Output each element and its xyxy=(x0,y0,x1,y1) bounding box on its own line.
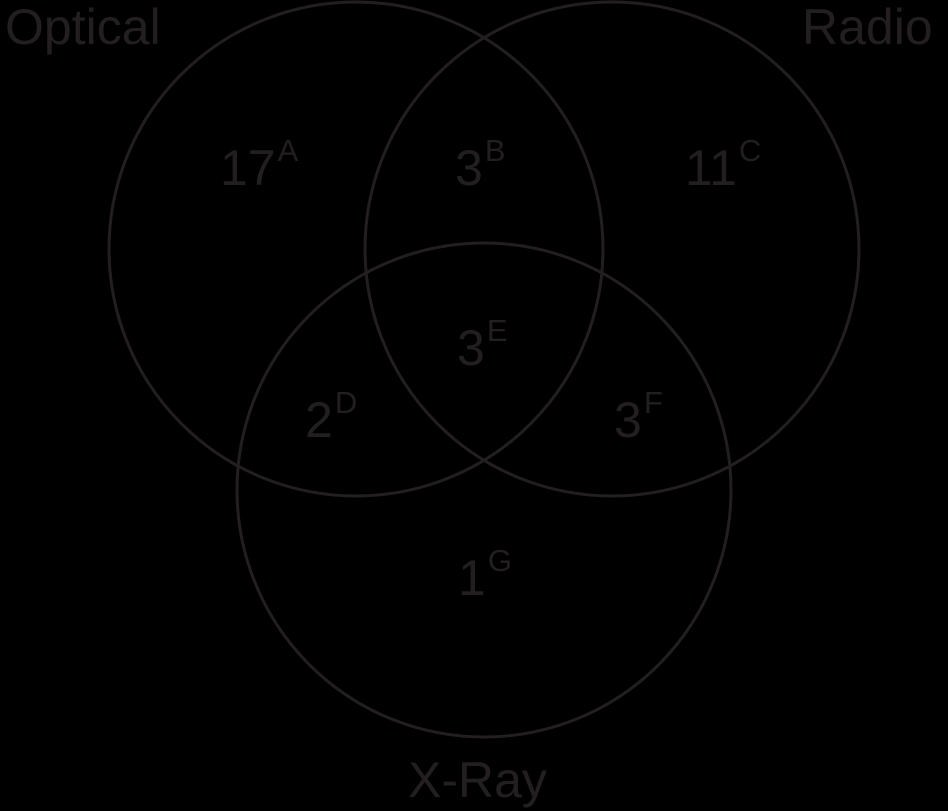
region-c-radio-only: 11C xyxy=(685,135,761,196)
set-label-radio: Radio xyxy=(802,0,933,55)
region-count: 17 xyxy=(220,140,276,196)
xray-circle xyxy=(235,241,733,739)
region-letter: E xyxy=(486,313,508,348)
region-count: 11 xyxy=(685,140,737,196)
region-a-optical-only: 17A xyxy=(220,135,298,196)
optical-circle xyxy=(107,0,605,498)
region-count: 3 xyxy=(614,392,642,448)
region-count: 3 xyxy=(455,140,483,196)
region-letter: B xyxy=(484,133,506,168)
region-g-xray-only: 1G xyxy=(458,545,512,606)
set-label-xray: X-Ray xyxy=(408,752,547,808)
region-count: 3 xyxy=(457,320,485,376)
radio-circle xyxy=(363,0,861,498)
set-label-optical: Optical xyxy=(5,0,161,55)
region-letter: D xyxy=(334,385,358,420)
region-letter: A xyxy=(277,133,299,168)
region-letter: C xyxy=(738,133,762,168)
region-d-optical-xray: 2D xyxy=(305,387,357,448)
region-count: 1 xyxy=(458,550,486,606)
region-e-all-three: 3E xyxy=(457,315,508,376)
region-f-radio-xray: 3F xyxy=(614,387,663,448)
region-b-optical-radio: 3B xyxy=(455,135,506,196)
region-letter: G xyxy=(487,543,512,578)
region-count: 2 xyxy=(305,392,333,448)
region-letter: F xyxy=(643,385,663,420)
